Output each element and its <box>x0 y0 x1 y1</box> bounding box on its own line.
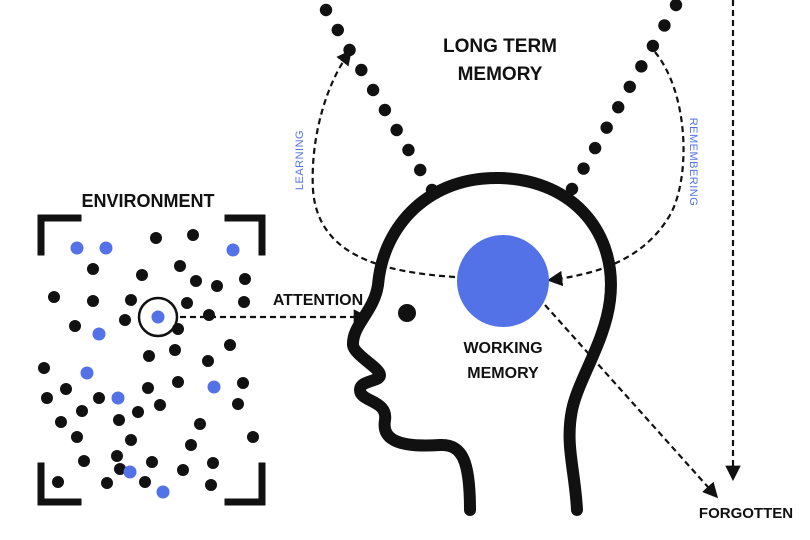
environment-blue-dot <box>111 391 125 405</box>
environment-blue-dot <box>123 465 137 479</box>
attention-label: ATTENTION <box>273 292 363 309</box>
environment-dot <box>136 269 148 281</box>
environment-blue-dot <box>92 327 106 341</box>
environment-dot <box>125 294 137 306</box>
environment-dot <box>143 350 155 362</box>
environment-dot <box>205 479 217 491</box>
head-eye <box>398 304 416 322</box>
environment-dot <box>203 309 215 321</box>
environment-dot <box>154 399 166 411</box>
environment-dot <box>71 431 83 443</box>
environment-dot <box>146 456 158 468</box>
environment-dot <box>113 414 125 426</box>
environment-dot <box>87 295 99 307</box>
environment-blue-dot <box>156 485 170 499</box>
environment-dot <box>69 320 81 332</box>
environment-dot <box>172 376 184 388</box>
long-term-memory-dot <box>635 60 648 73</box>
environment-dots <box>38 229 259 499</box>
environment-dot <box>239 273 251 285</box>
long-term-memory-right-dot-trail <box>565 0 683 196</box>
environment-dot <box>78 455 90 467</box>
long-term-memory-dot <box>343 43 356 57</box>
environment-dot <box>101 477 113 489</box>
environment-dot <box>211 280 223 292</box>
long-term-memory-left-dot-trail <box>319 3 439 197</box>
long-term-memory-dot <box>600 121 613 134</box>
environment-dot <box>237 377 249 389</box>
long-term-memory-label-line1: LONG TERM <box>443 36 557 57</box>
environment-dot <box>190 275 202 287</box>
environment-dot <box>119 314 131 326</box>
long-term-memory-dot <box>378 103 392 117</box>
environment-label: ENVIRONMENT <box>81 191 214 211</box>
environment-dot <box>41 392 53 404</box>
environment-dot <box>202 355 214 367</box>
environment-dot <box>48 291 60 303</box>
environment-dot <box>185 439 197 451</box>
environment-dot <box>52 476 64 488</box>
environment-dot <box>125 434 137 446</box>
long-term-memory-dot <box>565 182 579 196</box>
working-memory-circle <box>457 235 549 327</box>
forgotten-diagonal-arrow <box>544 304 719 499</box>
attention-selection-ring <box>137 296 179 338</box>
learning-arrow <box>311 49 456 279</box>
environment-dot <box>207 457 219 469</box>
environment-dot <box>142 382 154 394</box>
environment-dot <box>247 431 259 443</box>
long-term-memory-dot <box>577 162 590 175</box>
attended-blue-dot <box>151 310 165 324</box>
long-term-memory-dot <box>414 163 427 177</box>
long-term-memory-dot <box>331 23 344 37</box>
long-term-memory-label-line2: MEMORY <box>458 64 543 85</box>
environment-dot <box>181 297 193 309</box>
learning-label: LEARNING <box>294 130 306 190</box>
forgotten-label: FORGOTTEN <box>699 505 793 522</box>
environment-blue-dot <box>99 241 113 255</box>
working-memory-label-line1: WORKING <box>463 340 542 357</box>
environment-dot <box>232 398 244 410</box>
environment-dot <box>76 405 88 417</box>
environment-dot <box>150 232 162 244</box>
environment-dot <box>111 450 123 462</box>
environment-dot <box>224 339 236 351</box>
long-term-memory-dot <box>646 39 660 53</box>
environment-dot <box>194 418 206 430</box>
long-term-memory-dot <box>623 80 636 93</box>
long-term-memory-dot <box>669 0 683 12</box>
environment-frame <box>37 214 266 506</box>
long-term-memory-dot <box>355 63 368 77</box>
long-term-memory-dot <box>402 143 415 157</box>
long-term-memory-dot <box>588 141 602 155</box>
environment-dot <box>93 392 105 404</box>
environment-dot <box>87 263 99 275</box>
environment-dot <box>55 416 67 428</box>
long-term-memory-dot <box>658 19 671 32</box>
head-outline <box>347 171 617 516</box>
environment-dot <box>60 383 72 395</box>
environment-blue-dot <box>80 366 94 380</box>
environment-dot <box>238 296 250 308</box>
long-term-memory-dot <box>366 83 380 97</box>
long-term-memory-dot <box>612 101 625 114</box>
working-memory-label-line2: MEMORY <box>467 365 539 382</box>
remembering-label: REMEMBERING <box>687 118 699 207</box>
environment-blue-dot <box>226 243 240 257</box>
environment-dot <box>174 260 186 272</box>
environment-blue-dot <box>207 380 221 394</box>
environment-dot <box>114 463 126 475</box>
long-term-memory-dot <box>319 3 333 17</box>
environment-dot <box>132 406 144 418</box>
environment-dot <box>169 344 181 356</box>
environment-dot <box>139 476 151 488</box>
environment-blue-dot <box>70 241 84 255</box>
long-term-memory-dot <box>390 123 403 137</box>
environment-dot <box>38 362 50 374</box>
environment-dot <box>177 464 189 476</box>
remembering-arrow <box>546 51 685 287</box>
environment-dot <box>187 229 199 241</box>
